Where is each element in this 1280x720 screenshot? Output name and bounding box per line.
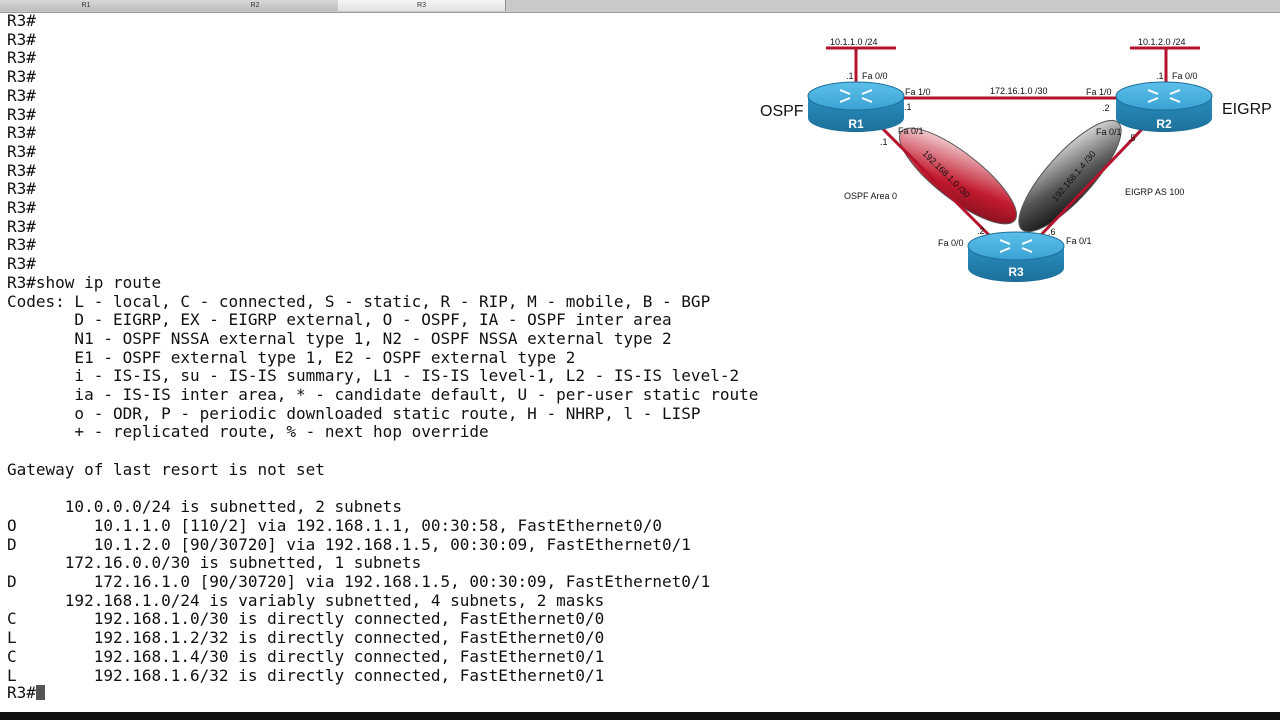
- r1-fa10-label: Fa 1/0: [905, 87, 931, 97]
- r1-r2-network-label: 172.16.1.0 /30: [990, 86, 1048, 96]
- terminal-line: R3#: [7, 67, 36, 87]
- r1-r2-left-address: .1: [904, 102, 912, 112]
- r1-fa00-label: Fa 0/0: [862, 71, 888, 81]
- terminal-line: L 192.168.1.2/32 is directly connected, …: [7, 628, 605, 648]
- router-r1-label: R1: [848, 117, 864, 131]
- ospf-protocol-label: OSPF: [760, 103, 804, 120]
- terminal-line: D - EIGRP, EX - EIGRP external, O - OSPF…: [7, 310, 672, 330]
- text-cursor: [35, 685, 45, 700]
- router-r1[interactable]: R1: [807, 81, 905, 132]
- terminal-line: D 172.16.1.0 [90/30720] via 192.168.1.5,…: [7, 572, 711, 591]
- terminal-line: D 10.1.2.0 [90/30720] via 192.168.1.5, 0…: [7, 534, 691, 554]
- terminal-line: R3#: [7, 254, 36, 274]
- window-bottom-border: [0, 712, 1280, 720]
- router-r2-label: R2: [1156, 117, 1172, 131]
- terminal-line: R3#show ip route: [7, 272, 162, 292]
- tab-bar: R1 R2 R3: [0, 0, 1280, 13]
- terminal-line: 172.16.0.0/30 is subnetted, 1 subnets: [7, 553, 422, 573]
- r2-r3-bottom-address: .6: [1048, 227, 1056, 237]
- eigrp-as-100-zone: [1018, 119, 1122, 233]
- router-r3[interactable]: R3: [967, 231, 1065, 282]
- r2-r3-link: [1038, 124, 1147, 238]
- terminal-prompt: R3#: [7, 683, 36, 702]
- terminal-line: ia - IS-IS inter area, * - candidate def…: [7, 385, 759, 404]
- r2-lan-address: .1: [1156, 71, 1164, 81]
- terminal-line: R3#: [7, 48, 36, 68]
- terminal-line: N1 - OSPF NSSA external type 1, N2 - OSP…: [7, 328, 672, 348]
- terminal-line: R3#: [7, 235, 36, 255]
- network-topology-diagram: R1 R2 R3 OSPF EIGRP 10.1.1.0 /24 10.1.2.…: [760, 37, 1272, 282]
- terminal-line: R3#: [7, 29, 36, 49]
- r1-r3-link: [878, 124, 992, 238]
- terminal-line: 192.168.1.0/24 is variably subnetted, 4 …: [7, 590, 605, 610]
- terminal-line: R3#: [7, 123, 36, 143]
- r2-fa00-label: Fa 0/0: [1172, 71, 1198, 81]
- eigrp-as-label: EIGRP AS 100: [1125, 187, 1184, 197]
- terminal-line: C 192.168.1.4/30 is directly connected, …: [7, 646, 605, 666]
- r1-fa01-label: Fa 0/1: [898, 126, 924, 136]
- r3-fa01-label: Fa 0/1: [1066, 236, 1092, 246]
- r2-r3-top-address: .5: [1128, 133, 1136, 143]
- router-r3-label: R3: [1008, 265, 1024, 279]
- terminal-line: R3#: [7, 160, 36, 180]
- terminal-line: R3#: [7, 85, 36, 105]
- terminal-line: R3#: [7, 179, 36, 199]
- r3-fa00-label: Fa 0/0: [938, 238, 964, 248]
- r2-fa01-label: Fa 0/1: [1096, 127, 1122, 137]
- r1-r3-bottom-address: .2: [977, 226, 985, 236]
- terminal-line: R3#: [7, 198, 36, 217]
- tab-r3[interactable]: R3: [338, 0, 506, 11]
- terminal-line: R3#: [7, 141, 36, 161]
- terminal-line: R3#: [7, 216, 36, 236]
- terminal-line: R3#: [7, 104, 36, 124]
- r2-fa10-label: Fa 1/0: [1086, 87, 1112, 97]
- r1-r3-top-address: .1: [880, 137, 888, 147]
- terminal-line: Codes: L - local, C - connected, S - sta…: [7, 291, 711, 311]
- tab-r1[interactable]: R1: [0, 0, 173, 11]
- terminal-line: C 192.168.1.0/30 is directly connected, …: [7, 609, 605, 629]
- r1-r2-right-address: .2: [1102, 103, 1110, 113]
- terminal-line: o - ODR, P - periodic downloaded static …: [7, 403, 701, 423]
- r1-lan-network-label: 10.1.1.0 /24: [830, 37, 878, 47]
- terminal-line: + - replicated route, % - next hop overr…: [7, 422, 489, 442]
- ospf-area-0-zone: [899, 127, 1017, 225]
- terminal-console[interactable]: R3#R3#R3#R3#R3#R3#R3#R3#R3#R3#R3#R3#R3#R…: [7, 11, 1272, 711]
- eigrp-protocol-label: EIGRP: [1222, 101, 1272, 118]
- r1-lan-address: .1: [846, 71, 854, 81]
- ospf-area-label: OSPF Area 0: [844, 191, 897, 201]
- terminal-line: i - IS-IS, su - IS-IS summary, L1 - IS-I…: [7, 366, 740, 386]
- r2-lan-network-label: 10.1.2.0 /24: [1138, 37, 1186, 47]
- terminal-line: E1 - OSPF external type 1, E2 - OSPF ext…: [7, 347, 576, 367]
- terminal-line: O 10.1.1.0 [110/2] via 192.168.1.1, 00:3…: [7, 515, 663, 535]
- terminal-line: R3#: [7, 11, 36, 30]
- tab-r2[interactable]: R2: [172, 0, 339, 11]
- terminal-line: 10.0.0.0/24 is subnetted, 2 subnets: [7, 497, 402, 517]
- terminal-line: Gateway of last resort is not set: [7, 459, 325, 479]
- terminal-line: L 192.168.1.6/32 is directly connected, …: [7, 665, 605, 685]
- router-r2[interactable]: R2: [1115, 81, 1213, 132]
- terminal-prompt-line: R3#: [7, 683, 45, 702]
